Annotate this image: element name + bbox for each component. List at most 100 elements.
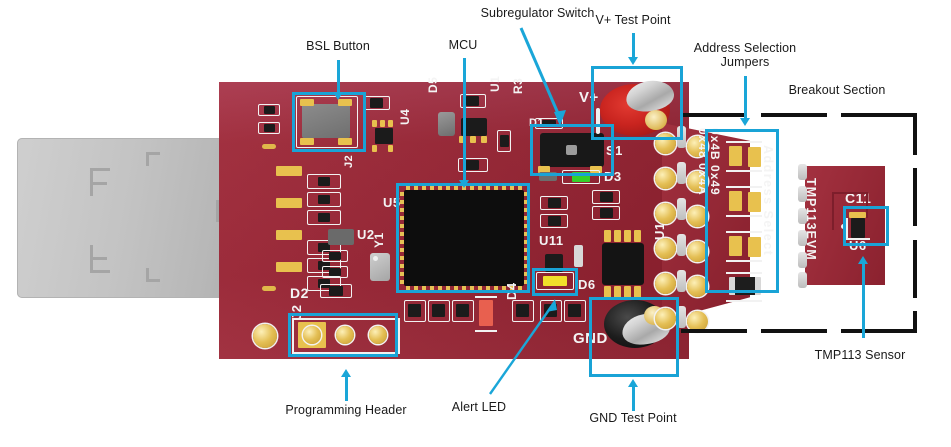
ic-pin [470,136,476,143]
address-jumper-pad [729,191,742,211]
ic-u11 [545,254,563,272]
annotation-box-mcu [396,183,530,293]
component-outline [592,190,620,204]
breakout-dash [761,329,827,333]
breakout-dash [913,113,917,155]
jumper-silk [726,215,762,217]
castellation [677,162,686,184]
ic-u1 [461,118,487,136]
component-outline [322,266,348,278]
smd-part [600,192,613,202]
ic-u12 [602,243,644,285]
header-outline [398,318,400,354]
header-hole-3 [369,326,387,344]
header-outline [292,318,294,354]
castellation [677,270,686,292]
bsl-switch-outline [296,96,358,148]
switch-pad [538,166,550,173]
address-jumper-pad [748,192,761,212]
header-hole-2 [336,326,354,344]
component-outline [258,104,280,116]
arrow-programming-header [341,369,351,377]
bsl-switch-body [302,104,350,138]
leader-programming-header [345,375,348,401]
copper-trace [832,192,834,230]
switch-pad [590,166,602,173]
component-outline [460,94,486,108]
ic-pin [634,230,641,242]
diode-d5 [438,112,455,136]
silkscreen-d2: D2 [290,285,309,301]
usb-footprint-pad [276,262,302,272]
silk-outline [596,108,600,134]
smd-part [568,304,581,317]
arrow-bsl-button [333,92,343,100]
ic-pin [634,286,641,298]
breakout-pin [687,171,708,192]
component-outline [307,240,341,255]
breakout-pin [655,273,676,294]
castellation [798,252,807,268]
callout-label-address-jumpers-line1: Address Selection [693,41,797,55]
alert-led-d6 [543,276,567,286]
castellation [677,198,686,220]
smd-resistor [264,124,275,132]
ic-pin [614,286,621,298]
silkscreen-sw1: J2 [343,154,355,168]
castellation [798,230,807,246]
leader-mcu [463,58,466,182]
arrow-tmp113-sensor [858,256,868,264]
breakout-dash [913,311,917,333]
switch-pad [300,138,314,145]
jumper-silk [726,170,762,172]
smd-resistor [318,279,330,288]
tmp113-sensor-u6 [851,218,865,238]
ic-pin [604,286,611,298]
crystal-marker [373,256,378,261]
usb-emboss-mark [90,257,107,260]
annotation-box-tmp113-sensor [843,206,889,246]
mcu-pin-ring [400,186,528,290]
annotation-box-address-jumpers [705,129,779,293]
breakout-pin [655,168,676,189]
silkscreen-d6: D6 [578,277,596,292]
ic-pin [614,230,621,242]
breakout-dash [761,113,827,117]
component-outline [497,130,511,152]
address-jumper-pad [729,146,742,166]
component-outline [592,206,620,220]
callout-label-bsl-button: BSL Button [306,39,370,53]
callout-label-alert-led: Alert LED [451,400,507,414]
component-outline [564,300,586,322]
breakout-dash [681,113,747,117]
ic-pin [388,120,393,127]
arrow-vplus [628,57,638,65]
silkscreen-y1: Y1 [372,232,386,248]
annotation-box-subregulator [530,124,614,176]
header-outline [292,318,400,320]
smd-part [600,208,613,218]
usb-emboss-mark [90,168,110,171]
annotation-box-programming-header [288,313,398,357]
callout-label-programming-header: Programming Header [285,403,407,417]
power-led-d3 [572,172,590,182]
breakout-dash [913,240,917,298]
component-outline [404,300,426,322]
smd-resistor [465,160,479,170]
silkscreen-c11: C11 [845,190,872,206]
component-outline [536,272,574,290]
ic-pin [604,230,611,242]
usb-emboss-mark [90,182,107,185]
usb-corner-mark [146,152,149,166]
castellation [677,306,686,328]
ic-pin [388,145,393,152]
smd-part [329,252,341,260]
silkscreen-u1: U1 [488,75,502,92]
component-outline [322,250,348,262]
switch-pad [338,99,352,106]
usb-corner-mark [146,268,149,282]
castellation [798,164,807,180]
breakout-dash [681,329,747,333]
smd-resistor [318,243,330,252]
smd-resistor [318,213,330,222]
